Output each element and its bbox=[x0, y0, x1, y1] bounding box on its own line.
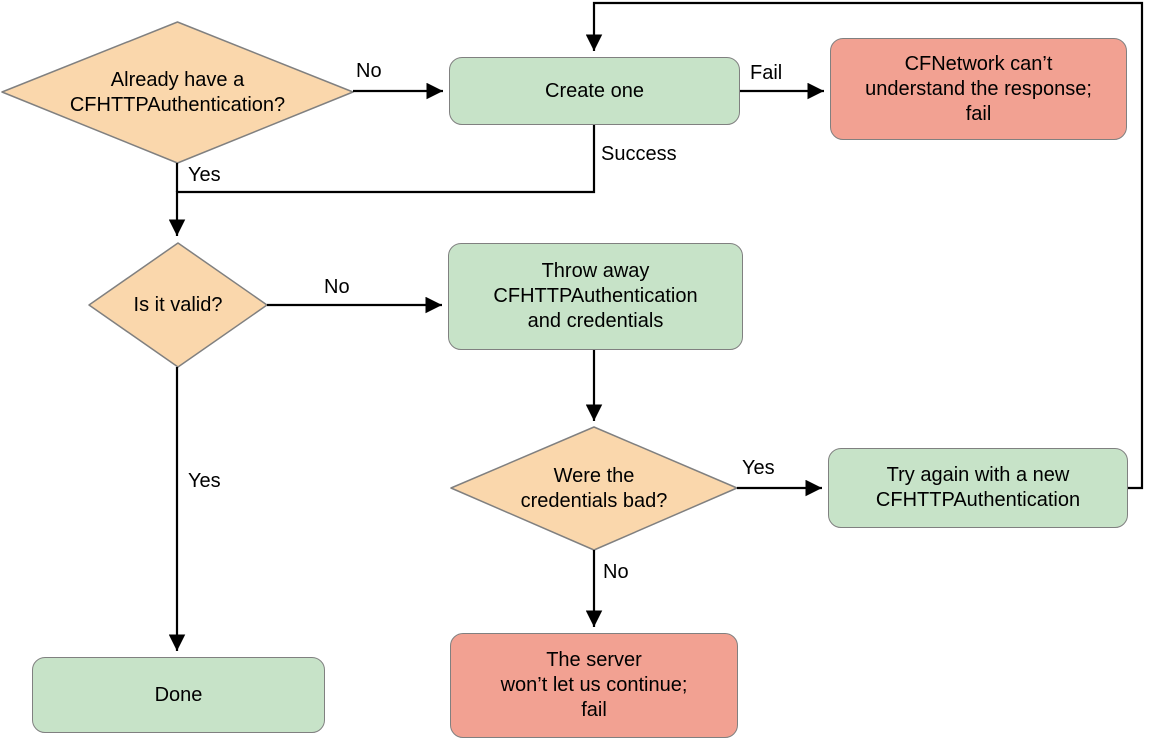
node-create-one-label: Create one bbox=[545, 79, 644, 102]
edge-label-credentials-no: No bbox=[603, 561, 629, 583]
node-try-again-label: Try again with a new CFHTTPAuthenticatio… bbox=[875, 464, 1081, 511]
edge-label-valid-yes: Yes bbox=[188, 470, 221, 492]
node-done: Done bbox=[32, 657, 325, 733]
node-done-label: Done bbox=[154, 683, 203, 706]
edge-create-one-success bbox=[178, 125, 596, 194]
edge-try-again-loop-to-create-one bbox=[585, 1, 1144, 490]
node-server-fail-label: The server won’t let us continue; fail bbox=[500, 649, 688, 721]
node-cfnetwork-fail-label: CFNetwork can’t understand the response;… bbox=[865, 52, 1092, 125]
node-server-fail: The server won’t let us continue; fail bbox=[450, 633, 738, 738]
node-throw-away-label: Throw away CFHTTPAuthentication and cred… bbox=[493, 260, 698, 332]
node-create-one: Create one bbox=[449, 57, 740, 125]
node-try-again: Try again with a new CFHTTPAuthenticatio… bbox=[828, 448, 1128, 528]
edge-label-create-success: Success bbox=[601, 143, 677, 165]
decision-shape-were-credentials-bad bbox=[450, 426, 738, 551]
edge-label-already-no: No bbox=[356, 60, 382, 82]
edge-label-already-yes: Yes bbox=[188, 164, 221, 186]
edge-label-credentials-yes: Yes bbox=[742, 457, 775, 479]
decision-shape-is-it-valid bbox=[88, 242, 268, 368]
edge-label-create-fail: Fail bbox=[750, 62, 783, 84]
node-cfnetwork-fail: CFNetwork can’t understand the response;… bbox=[830, 38, 1127, 140]
decision-shape-already-have bbox=[1, 21, 354, 164]
edge-label-valid-no: No bbox=[324, 276, 350, 298]
node-throw-away: Throw away CFHTTPAuthentication and cred… bbox=[448, 243, 743, 350]
